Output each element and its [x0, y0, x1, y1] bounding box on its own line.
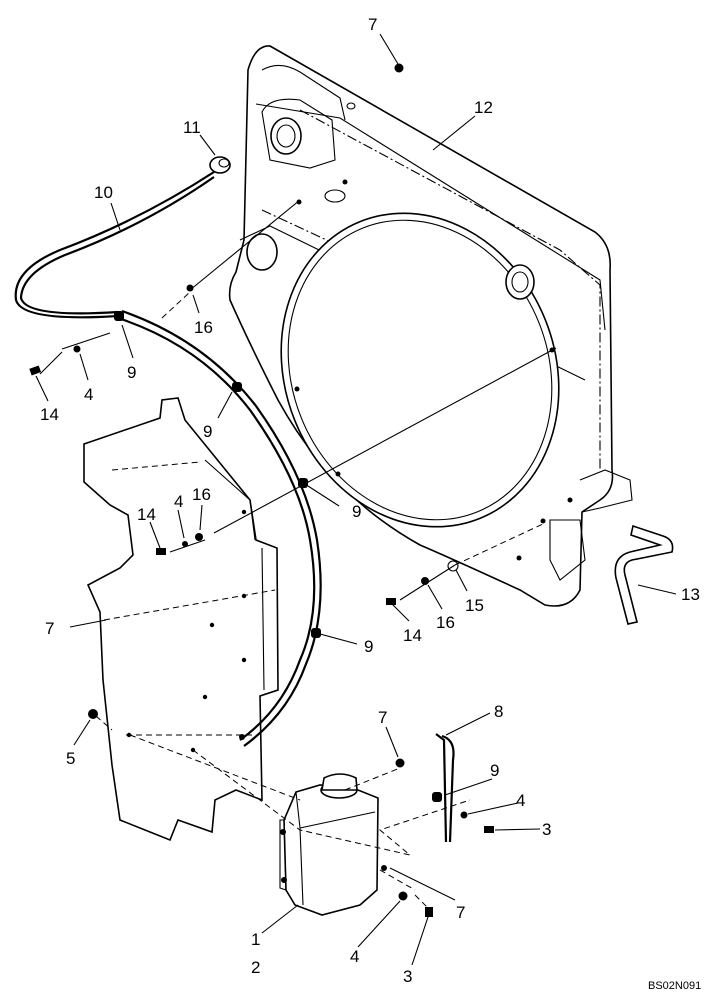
callout-14-right: 14: [403, 626, 422, 645]
washer-4-right: [460, 811, 468, 819]
callout-3-right: 3: [542, 820, 551, 839]
fan-shroud-part-12: [228, 45, 633, 607]
callout-9-tank: 9: [490, 761, 499, 780]
nut-4-bottom: [398, 891, 408, 901]
overflow-hose: [117, 309, 322, 747]
clamp-9a: [114, 311, 124, 321]
callout-13: 13: [681, 585, 700, 604]
hose-end: [239, 734, 245, 740]
washer-16-right: [421, 577, 429, 585]
callout-2: 2: [251, 958, 260, 977]
bolt-3-bottom: [425, 907, 433, 917]
clamp-9d: [311, 628, 321, 638]
clamp-9b: [232, 382, 242, 392]
callout-9-lower: 9: [364, 637, 373, 656]
callout-16-top: 16: [194, 318, 213, 337]
clamp-9c: [298, 478, 308, 488]
callout-9-top-left: 9: [127, 363, 136, 382]
callout-16-right: 16: [436, 613, 455, 632]
callout-5: 5: [66, 749, 75, 768]
washer-4-mid: [182, 541, 188, 547]
hose-part-8: [435, 733, 455, 843]
assembly-lines: [39, 199, 557, 911]
washer-15: [447, 560, 459, 572]
bolt-14-right: [386, 598, 396, 605]
callout-16-mid: 16: [192, 485, 211, 504]
nut-7-top: [394, 63, 404, 73]
washer-16-mid: [195, 533, 203, 541]
callout-14-left: 14: [40, 405, 59, 424]
callout-10: 10: [94, 183, 113, 202]
bolt-14-mid: [156, 548, 166, 555]
washer-4-left: [73, 345, 81, 353]
clamp-9e: [432, 792, 442, 802]
bolt-3-right: [484, 826, 494, 833]
callout-15: 15: [465, 596, 484, 615]
callout-4-left: 4: [84, 385, 93, 404]
callout-4-mid: 4: [174, 492, 183, 511]
callout-9-mid: 9: [203, 422, 212, 441]
washer-16-top: [186, 284, 194, 292]
callout-7-bottom: 7: [456, 903, 465, 922]
callout-6: 7: [45, 619, 54, 638]
callout-8: 8: [494, 702, 503, 721]
callout-7-top: 7: [368, 15, 377, 34]
leader-lines: [35, 33, 677, 966]
baffle-panel-part-6: [83, 397, 279, 842]
callout-1: 1: [251, 930, 260, 949]
callout-3-bottom: 3: [403, 967, 412, 986]
cap-part-11: [209, 156, 231, 174]
callout-9-shroud: 9: [352, 502, 361, 521]
callout-7-mid: 7: [378, 708, 387, 727]
callout-11: 11: [183, 118, 201, 137]
hardware: [29, 63, 494, 917]
callout-14-mid: 14: [137, 505, 156, 524]
bolt-14-left: [29, 365, 42, 376]
nut-5: [88, 709, 98, 719]
hose-part-10: [14, 171, 215, 319]
callout-4-bottom: 4: [350, 947, 359, 966]
nut-7-mid: [395, 758, 405, 768]
callout-labels: 7 12 11 10 16 9 4 14 9 9 14 4 16 7 9 14 …: [40, 15, 701, 992]
figure-id: BS02N091: [648, 980, 701, 992]
hose-part-13: [614, 524, 674, 625]
callout-4-right: 4: [516, 791, 525, 810]
reservoir-tank-part-1: [279, 773, 387, 916]
callout-12: 12: [474, 98, 493, 117]
